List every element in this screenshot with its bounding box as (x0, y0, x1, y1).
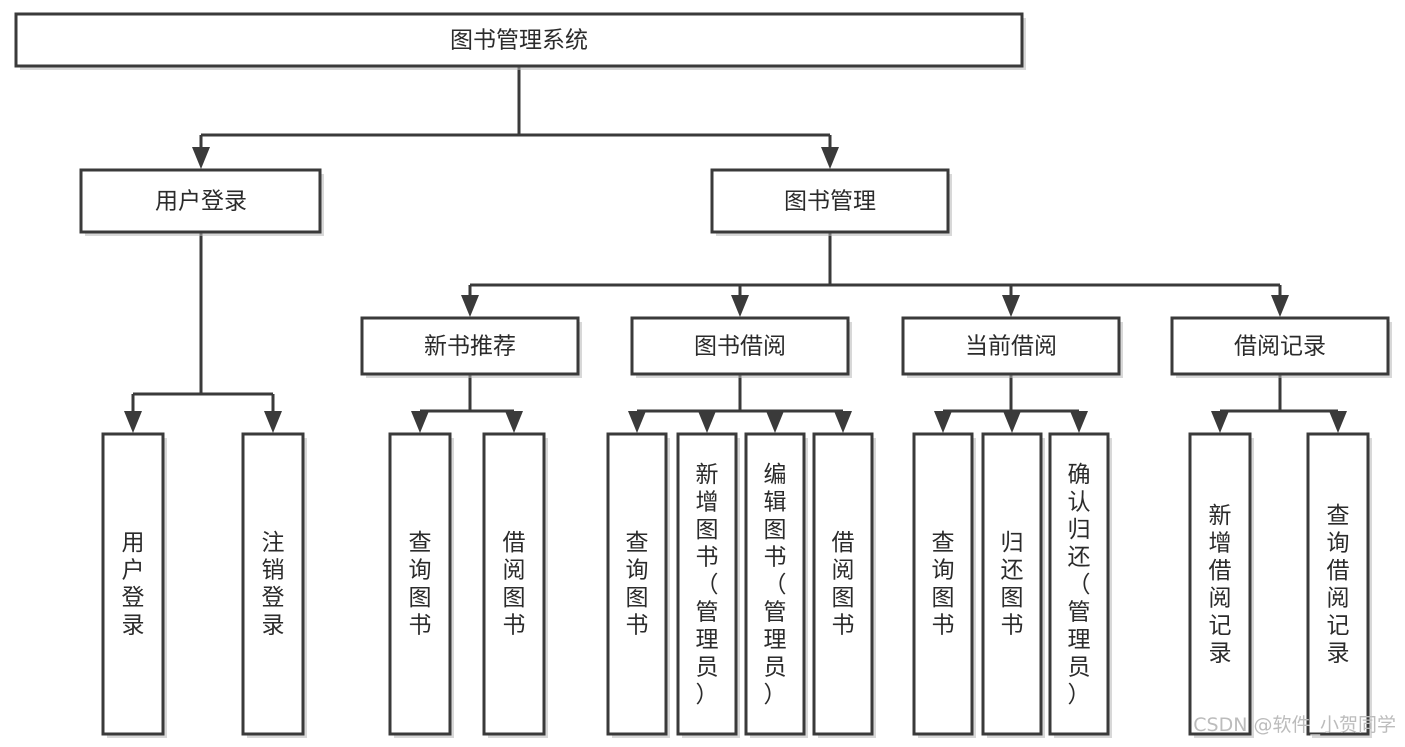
csdn-watermark: CSDN @软件_小贺同学 (1193, 714, 1396, 736)
edge-arrow-head (1003, 411, 1021, 433)
node-label: 确认归还（管理员） (1068, 462, 1091, 708)
node-label: 新增借阅记录 (1209, 503, 1232, 667)
node-new-book-rec[interactable]: 新书推荐 (360, 316, 582, 378)
node-leaf-query-book-3[interactable]: 查询图书 (912, 432, 976, 738)
node-label: 当前借阅 (965, 334, 1057, 360)
node-rect[interactable] (744, 432, 806, 736)
node-leaf-add-record[interactable]: 新增借阅记录 (1188, 432, 1254, 738)
node-rect[interactable] (1188, 432, 1252, 736)
node-label: 编辑图书（管理员） (764, 462, 787, 708)
node-rect[interactable] (1048, 432, 1110, 736)
edge-arrow-head (461, 295, 479, 317)
edge-arrow-head (1329, 411, 1347, 433)
node-leaf-query-record[interactable]: 查询借阅记录 (1306, 432, 1372, 738)
node-label: 借阅图书 (832, 530, 855, 639)
node-rect[interactable] (1170, 316, 1390, 376)
node-rect[interactable] (79, 168, 322, 234)
edge-arrow-head (628, 411, 646, 433)
node-rect[interactable] (630, 316, 850, 376)
edge-arrow-head (124, 411, 142, 433)
node-label: 归还图书 (1001, 530, 1024, 639)
edge-arrow-head (821, 147, 839, 169)
node-book-borrow[interactable]: 图书借阅 (630, 316, 852, 378)
node-rect[interactable] (812, 432, 874, 736)
edge-arrow-head (731, 295, 749, 317)
node-rect[interactable] (676, 432, 738, 736)
edge-arrow-head (834, 411, 852, 433)
node-label: 查询图书 (626, 530, 649, 639)
node-label: 借阅图书 (503, 530, 526, 639)
node-book-manage[interactable]: 图书管理 (710, 168, 952, 236)
node-leaf-query-book-2[interactable]: 查询图书 (606, 432, 670, 738)
node-rect[interactable] (14, 12, 1024, 68)
node-label: 查询图书 (932, 530, 955, 639)
node-label: 图书管理系统 (450, 28, 588, 54)
edge-arrow-head (1070, 411, 1088, 433)
node-leaf-add-book[interactable]: 新增图书（管理员） (676, 432, 740, 738)
node-rect[interactable] (482, 432, 546, 736)
edges-layer (124, 66, 1347, 433)
node-label: 新增图书（管理员） (696, 462, 719, 708)
node-label: 新书推荐 (424, 334, 516, 360)
node-rect[interactable] (606, 432, 668, 736)
node-leaf-borrow-book-1[interactable]: 借阅图书 (482, 432, 548, 738)
node-leaf-return-book[interactable]: 归还图书 (981, 432, 1045, 738)
node-root[interactable]: 图书管理系统 (14, 12, 1026, 70)
node-rect[interactable] (360, 316, 580, 376)
edge-group-book_borrow (628, 374, 852, 433)
edge-group-user_login (124, 232, 282, 433)
node-label: 查询借阅记录 (1327, 503, 1350, 667)
node-label: 注销登录 (262, 530, 285, 639)
edge-group-root (192, 66, 839, 169)
edge-arrow-head (1002, 295, 1020, 317)
node-current-borrow[interactable]: 当前借阅 (901, 316, 1123, 378)
edge-group-book_manage (461, 232, 1289, 317)
edge-group-new_book_rec (411, 374, 523, 433)
node-rect[interactable] (912, 432, 974, 736)
node-leaf-borrow-book-2[interactable]: 借阅图书 (812, 432, 876, 738)
edge-arrow-head (934, 411, 952, 433)
node-label: 用户登录 (155, 189, 247, 215)
node-label: 图书管理 (784, 189, 876, 215)
edge-arrow-head (192, 147, 210, 169)
edge-group-borrow_record (1211, 374, 1347, 433)
edge-arrow-head (698, 411, 716, 433)
node-rect[interactable] (981, 432, 1043, 736)
node-rect[interactable] (101, 432, 165, 736)
edge-arrow-head (411, 411, 429, 433)
edge-arrow-head (766, 411, 784, 433)
node-leaf-confirm-return[interactable]: 确认归还（管理员） (1048, 432, 1112, 738)
edge-arrow-head (1211, 411, 1229, 433)
node-label: 借阅记录 (1234, 334, 1326, 360)
node-label: 用户登录 (122, 530, 145, 639)
node-leaf-edit-book[interactable]: 编辑图书（管理员） (744, 432, 808, 738)
node-user-login[interactable]: 用户登录 (79, 168, 324, 236)
edge-arrow-head (505, 411, 523, 433)
nodes-layer: 图书管理系统用户登录图书管理新书推荐图书借阅当前借阅借阅记录用户登录注销登录查询… (14, 12, 1392, 738)
edge-arrow-head (1271, 295, 1289, 317)
node-label: 图书借阅 (694, 334, 786, 360)
node-borrow-record[interactable]: 借阅记录 (1170, 316, 1392, 378)
node-rect[interactable] (901, 316, 1121, 376)
node-rect[interactable] (388, 432, 452, 736)
node-leaf-user-login[interactable]: 用户登录 (101, 432, 167, 738)
node-rect[interactable] (1306, 432, 1370, 736)
edge-group-current_borrow (934, 374, 1088, 433)
node-rect[interactable] (710, 168, 950, 234)
node-rect[interactable] (241, 432, 305, 736)
node-label: 查询图书 (409, 530, 432, 639)
edge-arrow-head (264, 411, 282, 433)
node-leaf-query-book-1[interactable]: 查询图书 (388, 432, 454, 738)
node-leaf-user-logout[interactable]: 注销登录 (241, 432, 307, 738)
